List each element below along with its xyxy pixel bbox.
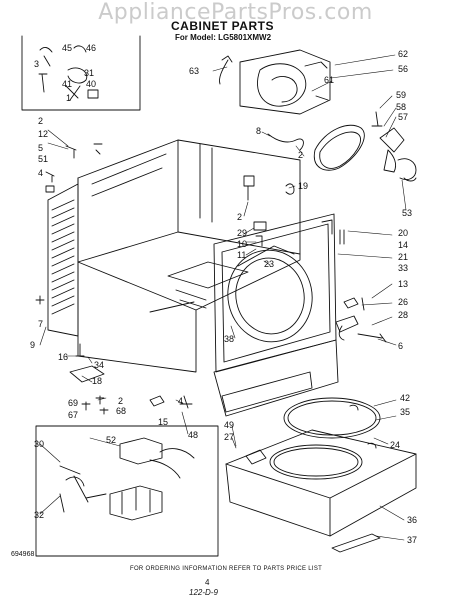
- inset-hardware-box: [21, 35, 141, 111]
- part-label-24: 24: [390, 440, 400, 450]
- leader-lines: [39, 54, 407, 541]
- cabinet-body: [77, 139, 301, 373]
- part-label-33: 33: [398, 263, 408, 273]
- part-label-3: 3: [34, 59, 39, 69]
- part-label-4: 4: [178, 396, 183, 406]
- part-label-41: 41: [62, 79, 72, 89]
- left-screws: [45, 143, 103, 193]
- foot-strip: [331, 533, 381, 553]
- part-label-29: 29: [237, 228, 247, 238]
- part-label-2: 2: [298, 150, 303, 160]
- part-label-61: 61: [324, 75, 334, 85]
- side-panel: [47, 183, 79, 337]
- drum-ring: [283, 397, 381, 439]
- part-label-2: 2: [38, 116, 43, 126]
- part-label-35: 35: [400, 407, 410, 417]
- part-label-27: 27: [224, 432, 234, 442]
- part-label-34: 34: [94, 360, 104, 370]
- part-label-58: 58: [396, 102, 406, 112]
- part-label-7: 7: [38, 319, 43, 329]
- part-label-62: 62: [398, 49, 408, 59]
- ordering-note: FOR ORDERING INFORMATION REFER TO PARTS …: [130, 566, 323, 572]
- door-hinge-hardware: [335, 297, 387, 343]
- part-label-21: 21: [398, 252, 408, 262]
- part-label-2: 2: [237, 212, 242, 222]
- part-label-1: 1: [66, 93, 71, 103]
- idler-pulley: [371, 111, 417, 182]
- part-label-51: 51: [38, 154, 48, 164]
- part-label-20: 20: [398, 228, 408, 238]
- part-label-52: 52: [106, 435, 116, 445]
- part-label-12: 12: [38, 129, 48, 139]
- part-label-59: 59: [396, 90, 406, 100]
- part-label-69: 69: [68, 398, 78, 408]
- part-label-57: 57: [398, 112, 408, 122]
- part-label-63: 63: [189, 66, 199, 76]
- part-label-26: 26: [398, 297, 408, 307]
- part-label-68: 68: [116, 406, 126, 416]
- part-label-49: 49: [224, 420, 234, 430]
- part-label-48: 48: [188, 430, 198, 440]
- part-label-2: 2: [118, 396, 123, 406]
- door-rod: [339, 229, 345, 245]
- part-label-40: 40: [86, 79, 96, 89]
- part-label-45: 45: [62, 43, 72, 53]
- part-label-8: 8: [256, 126, 261, 136]
- reference-code: 694968: [11, 551, 35, 558]
- base-pan: [225, 429, 417, 537]
- part-label-46: 46: [86, 43, 96, 53]
- part-label-28: 28: [398, 310, 408, 320]
- leveling-leg: [35, 295, 105, 383]
- part-label-32: 32: [34, 510, 44, 520]
- motor-assembly: [219, 49, 331, 115]
- part-label-10: 10: [237, 239, 247, 249]
- part-label-36: 36: [407, 515, 417, 525]
- part-label-37: 37: [407, 535, 417, 545]
- part-label-30: 30: [34, 439, 44, 449]
- part-label-56: 56: [398, 64, 408, 74]
- part-label-31: 31: [84, 68, 94, 78]
- part-label-19: 19: [298, 181, 308, 191]
- part-label-11: 11: [237, 250, 246, 260]
- part-label-15: 15: [158, 417, 168, 427]
- part-label-38: 38: [224, 334, 234, 344]
- belt-and-wire: [267, 124, 365, 171]
- model-line: For Model: LG5801XMW2: [175, 33, 272, 42]
- part-label-6: 6: [398, 341, 403, 351]
- part-label-5: 5: [38, 143, 43, 153]
- cabinet-floor: [149, 261, 249, 313]
- part-label-67: 67: [68, 410, 78, 420]
- part-label-23: 23: [264, 259, 274, 269]
- terminal-inset-box: [35, 425, 219, 557]
- part-label-13: 13: [398, 279, 408, 289]
- part-label-18: 18: [92, 376, 102, 386]
- part-label-42: 42: [400, 393, 410, 403]
- small-fasteners: [81, 395, 193, 415]
- toe-panel: [213, 339, 339, 417]
- page-title: CABINET PARTS: [171, 19, 274, 33]
- document-code: 122-D-9: [189, 588, 218, 597]
- part-label-4: 4: [38, 168, 43, 178]
- part-label-53: 53: [402, 208, 412, 218]
- center-brackets: [243, 175, 295, 247]
- part-label-16: 16: [58, 352, 68, 362]
- part-label-9: 9: [30, 340, 35, 350]
- page-number: 4: [205, 578, 210, 587]
- part-label-14: 14: [398, 240, 408, 250]
- watermark: AppliancePartsPros.com: [98, 0, 373, 25]
